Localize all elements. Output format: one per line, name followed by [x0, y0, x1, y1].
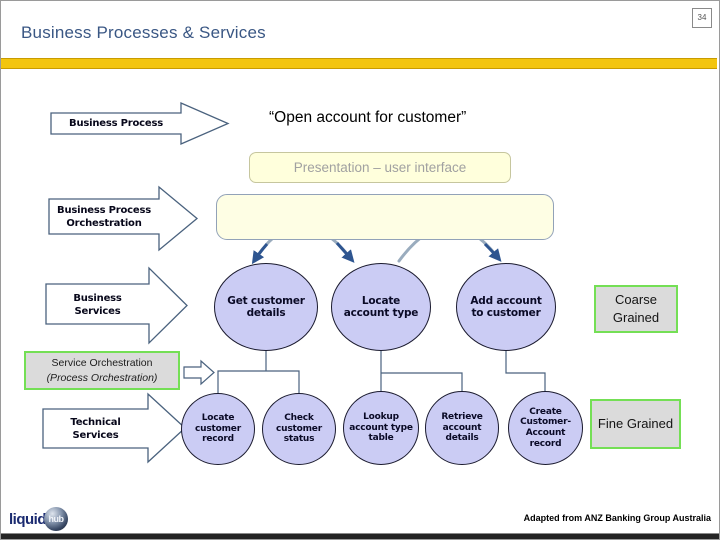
presentation-layer-label: Presentation – user interface: [293, 160, 467, 175]
service-orchestration-line1: Service Orchestration: [51, 357, 153, 370]
logo-word: liquid: [9, 510, 47, 528]
orchestration-arc-2-arrowhead-right: [483, 242, 502, 262]
technical-services-label-line2: Services: [72, 430, 119, 441]
connector-add-account: [505, 351, 546, 392]
service-orchestration-box: Service Orchestration (Process Orchestra…: [24, 351, 180, 390]
service-add-account-to-customer: Add account to customer: [456, 263, 556, 351]
liquidhub-logo: liquid hub: [9, 506, 68, 532]
presentation-layer-box: Presentation – user interface: [249, 152, 511, 183]
technical-services-label: Technical Services: [43, 413, 148, 445]
tservice-locate-customer-record: Locate customer record: [181, 393, 255, 465]
page-number-box: 34: [692, 8, 712, 28]
service-locate-account-type: Locate account type: [331, 263, 431, 351]
orchestration-label: Business Process Orchestration: [49, 200, 159, 234]
slide-title: Business Processes & Services: [21, 23, 266, 42]
bottom-edge: [1, 533, 719, 539]
service-orchestration-line2: (Process Orchestration): [46, 371, 158, 384]
orchestration-label-line2: Orchestration: [66, 218, 142, 229]
service-get-customer-details: Get customer details: [214, 263, 318, 351]
service-orchestration-arrow: [183, 359, 215, 386]
tservice-check-customer-status: Check customer status: [262, 393, 336, 465]
orchestration-label-line1: Business Process: [57, 205, 151, 216]
tservice-create-customer-account-record: Create Customer-Account record: [508, 391, 583, 465]
business-process-label: Business Process: [69, 118, 163, 129]
business-services-label-line1: Business: [73, 292, 122, 304]
tservice-lookup-account-type-table: Lookup account type table: [343, 391, 419, 465]
technical-services-label-line1: Technical: [70, 417, 121, 428]
business-services-label-line2: Services: [74, 305, 121, 317]
business-services-label: Business Services: [46, 288, 149, 321]
accent-bar: [1, 58, 717, 69]
connector-get-customer: [217, 350, 300, 395]
orchestration-container: [216, 194, 554, 240]
business-process-example: “Open account for customer”: [269, 109, 467, 126]
attribution-text: Adapted from ANZ Banking Group Australia: [523, 513, 711, 523]
connector-locate-account: [380, 351, 463, 392]
tservice-retrieve-account-details: Retrieve account details: [425, 391, 499, 465]
logo-hub: hub: [48, 514, 65, 524]
globe-icon: hub: [44, 507, 68, 531]
orchestration-arc-1-arrowhead-right: [335, 242, 355, 263]
fine-grained-box: Fine Grained: [590, 399, 681, 449]
page-number: 34: [697, 13, 707, 22]
orchestration-arc-1-arrowhead-left: [251, 243, 269, 265]
coarse-grained-box: Coarse Grained: [594, 285, 678, 333]
